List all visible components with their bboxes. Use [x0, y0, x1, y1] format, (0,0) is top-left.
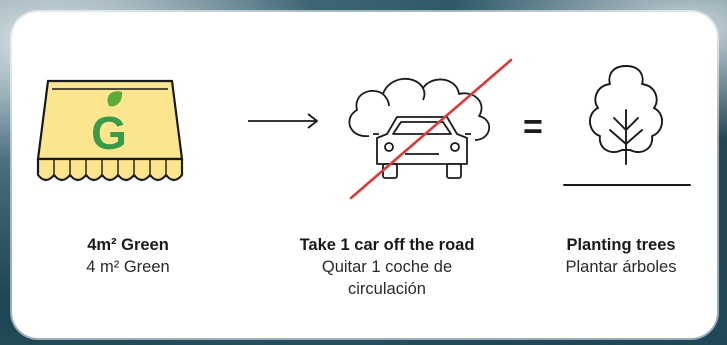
equals-sign: = [523, 108, 543, 146]
tree-icon [563, 65, 691, 186]
item-label-green: 4m² Green 4 m² Green [48, 234, 208, 278]
item-title: Planting trees [566, 236, 676, 254]
cross-out-line [349, 58, 513, 200]
item-label-car: Take 1 car off the road Quitar 1 coche d… [262, 234, 512, 300]
brand-logo-letter: G [91, 107, 127, 159]
car-icon [373, 116, 471, 179]
item-subtitle: 4 m² Green [86, 258, 170, 276]
item-title: Take 1 car off the road [299, 236, 475, 254]
crossed-out-car-icon [348, 58, 513, 200]
item-label-trees: Planting trees Plantar árboles [536, 234, 706, 278]
item-title: 4m² Green [87, 236, 169, 254]
smoke-cloud-icon [348, 78, 490, 141]
item-subtitle: Quitar 1 coche de circulación [321, 258, 453, 298]
info-card: G = 4m² Green 4 m² [12, 12, 717, 338]
awning-icon: G [36, 79, 184, 182]
leaf-icon [107, 91, 123, 107]
arrow-right-icon [248, 113, 318, 129]
item-subtitle: Plantar árboles [565, 258, 677, 276]
